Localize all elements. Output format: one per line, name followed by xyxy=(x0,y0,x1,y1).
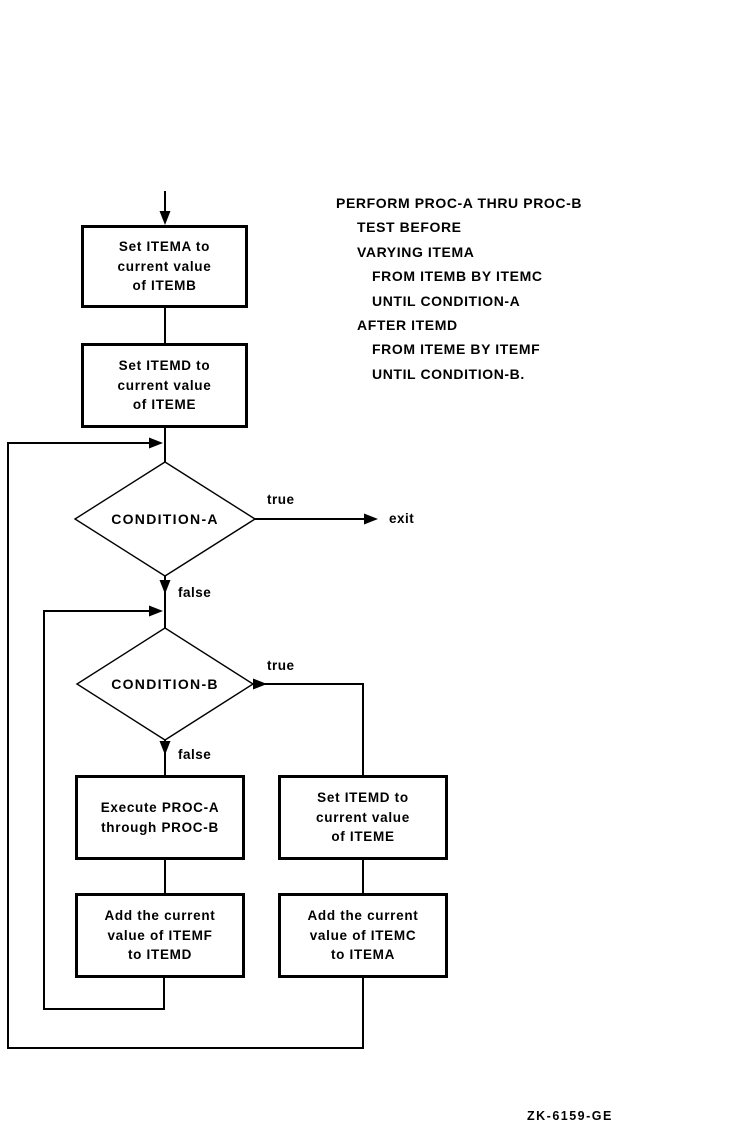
diamond-condition-b-shape xyxy=(75,627,255,741)
code-line: AFTER ITEMD xyxy=(357,317,458,334)
process-box-execute-proc: Execute PROC-A through PROC-B xyxy=(75,775,245,860)
edge-label-cond-a-false: false xyxy=(178,585,212,600)
process-box-set-itema: Set ITEMA to current value of ITEMB xyxy=(81,225,248,308)
edge-label-cond-b-false: false xyxy=(178,747,212,762)
process-box-add-itemc: Add the current value of ITEMC to ITEMA xyxy=(278,893,448,978)
edge-label-exit: exit xyxy=(389,511,415,526)
process-box-text-line: current value xyxy=(117,377,212,393)
process-box-text-line: of ITEME xyxy=(331,829,395,845)
connector-outer-loop xyxy=(7,442,364,1049)
decision-label-condition-b: CONDITION-B xyxy=(111,676,219,692)
code-line: UNTIL CONDITION-A xyxy=(372,292,521,309)
process-box-text-line: Add the current xyxy=(104,908,216,924)
process-box-text-line: Execute PROC-A xyxy=(100,800,220,815)
code-line: FROM ITEME BY ITEMF xyxy=(372,341,541,358)
edge-label-cond-b-true: true xyxy=(267,658,295,673)
process-box-text-line: value of ITEMC xyxy=(309,927,417,943)
connector-condb-true-setitemd xyxy=(253,683,364,775)
code-line: UNTIL CONDITION-B. xyxy=(372,365,525,382)
process-box-text-line: Set ITEMD to xyxy=(118,358,211,374)
process-box-text-line: value of ITEMF xyxy=(107,927,213,943)
arrowhead-outer-loop-join xyxy=(149,437,163,449)
process-box-text-line: of ITEMB xyxy=(132,278,197,294)
process-box-text-line: of ITEME xyxy=(132,397,197,413)
process-box-add-itemf: Add the current value of ITEMF to ITEMD xyxy=(75,893,245,978)
code-line: VARYING ITEMA xyxy=(357,243,475,260)
decision-label-condition-a: CONDITION-A xyxy=(111,511,219,527)
code-line: FROM ITEMB BY ITEMC xyxy=(372,268,543,285)
process-box-text-line: to ITEMD xyxy=(127,947,193,963)
arrowhead-inner-loop-join xyxy=(149,605,163,617)
connector-inner-loop xyxy=(43,610,165,1010)
process-box-set-itemd-top: Set ITEMD to current value of ITEME xyxy=(81,343,248,428)
figure-id-label: ZK-6159-GE xyxy=(527,1109,613,1123)
process-box-text-line: Set ITEMA to xyxy=(118,239,211,255)
arrowhead-entry-down xyxy=(159,211,171,225)
process-box-text-line: to ITEMA xyxy=(330,947,396,963)
arrowhead-condb-false xyxy=(159,741,171,755)
process-box-set-itemd-right: Set ITEMD to current value of ITEME xyxy=(278,775,448,860)
edge-label-cond-a-true: true xyxy=(267,492,295,507)
code-line: TEST BEFORE xyxy=(357,219,462,236)
arrowhead-conda-false xyxy=(159,580,171,594)
process-box-text-line: through PROC-B xyxy=(101,819,219,835)
process-box-text-line: Set ITEMD to xyxy=(317,790,409,806)
diamond-condition-a-shape xyxy=(73,461,257,577)
code-listing: PERFORM PROC-A THRU PROC-B TEST BEFORE V… xyxy=(336,191,582,386)
arrowhead-conda-true xyxy=(364,513,378,525)
process-box-text-line: current value xyxy=(316,809,410,825)
process-box-text-line: current value xyxy=(117,258,212,274)
process-box-text-line: Add the current xyxy=(307,908,419,924)
arrowhead-condb-true xyxy=(253,678,267,690)
code-line: PERFORM PROC-A THRU PROC-B xyxy=(336,195,583,211)
